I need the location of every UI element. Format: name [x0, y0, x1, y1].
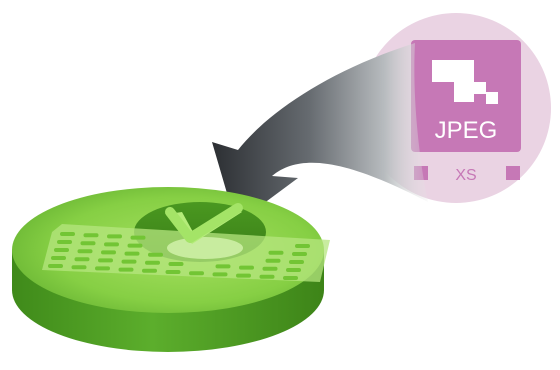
keypad-key	[101, 250, 116, 255]
checkmark-icon	[165, 203, 243, 244]
keypad-key	[51, 256, 66, 260]
keypad-key	[212, 272, 228, 277]
keypad-key	[265, 258, 281, 263]
keypad-key	[145, 260, 160, 265]
keypad-key	[98, 258, 113, 263]
keypad-key	[168, 262, 184, 266]
keypad-key	[83, 233, 99, 238]
keypad-key	[71, 265, 87, 270]
keypad-key	[57, 240, 72, 244]
curved-arrow-icon	[212, 43, 428, 224]
keypad-key	[124, 251, 140, 256]
keypad-key	[104, 242, 119, 247]
keypad-key	[148, 252, 163, 257]
keypad-key	[127, 243, 143, 248]
keypad-key	[118, 267, 134, 272]
keypad-key	[286, 268, 301, 272]
keypad-key	[292, 252, 307, 256]
keypad-key	[80, 241, 96, 246]
keypad-key	[189, 271, 204, 276]
keypad-key	[121, 259, 137, 264]
keypad-key	[60, 232, 75, 236]
logo-variant-label: XS	[455, 167, 476, 184]
keypad-key	[289, 260, 304, 264]
keypad-grid-icon	[42, 224, 330, 282]
green-disc	[12, 187, 330, 352]
keypad-key	[283, 276, 298, 280]
keypad-key	[77, 249, 93, 254]
keypad-key	[48, 264, 63, 268]
keypad-key	[74, 257, 90, 262]
logo-format-label: JPEG	[435, 117, 498, 144]
keypad-key	[259, 274, 275, 279]
keypad-key	[165, 270, 181, 274]
keypad-key	[215, 264, 231, 269]
keypad-key	[236, 273, 251, 278]
jpeg-block-glyph-icon	[432, 60, 498, 104]
keypad-key	[142, 268, 157, 273]
logo-right-marker	[506, 166, 520, 180]
keypad-key	[268, 250, 284, 255]
keypad-key	[95, 266, 110, 271]
keypad-key	[295, 244, 310, 248]
keypad-key	[107, 234, 122, 239]
keypad-key	[239, 265, 254, 270]
keypad-key	[130, 235, 146, 240]
keypad-key	[54, 248, 69, 252]
keypad-key	[262, 266, 278, 271]
